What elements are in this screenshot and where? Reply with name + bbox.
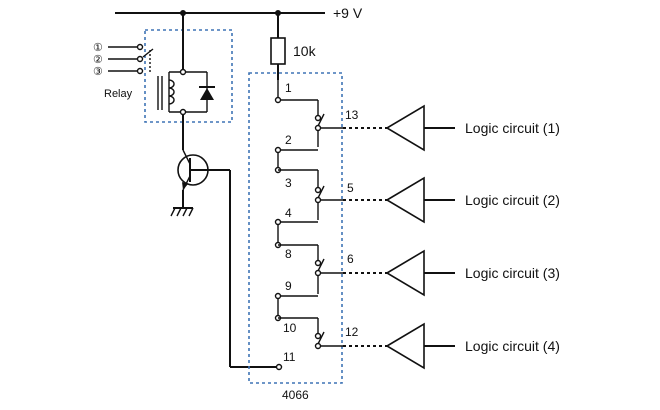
pin-13: 13 <box>345 108 359 122</box>
supply-rail <box>115 10 325 16</box>
link-9-10 <box>274 292 318 322</box>
switch-2 <box>314 170 343 220</box>
output-connections <box>343 127 387 347</box>
resistor-label: 10k <box>293 43 317 59</box>
relay-contacts <box>108 43 154 75</box>
switch-1 <box>274 80 343 147</box>
ic-label: 4066 <box>282 388 309 402</box>
link-2-3 <box>274 146 318 174</box>
output-label-1: Logic circuit (1) <box>465 120 560 136</box>
relay-contact-3: ③ <box>93 66 103 78</box>
control-pin-11 <box>275 363 283 371</box>
buffer-1 <box>385 104 455 152</box>
base-wire <box>229 170 277 368</box>
ground-symbol <box>170 207 194 217</box>
pin-12: 12 <box>345 325 359 339</box>
switch-4 <box>314 318 343 350</box>
relay-label: Relay <box>104 88 133 100</box>
pin-8: 8 <box>285 247 292 261</box>
diode <box>190 71 215 113</box>
pin-2: 2 <box>285 133 292 147</box>
link-4-8 <box>274 218 318 249</box>
output-label-2: Logic circuit (2) <box>465 192 560 208</box>
relay-contact-1: ① <box>93 42 103 54</box>
output-label-3: Logic circuit (3) <box>465 265 560 281</box>
output-label-4: Logic circuit (4) <box>465 338 560 354</box>
pin-1: 1 <box>285 81 292 95</box>
pin-6: 6 <box>347 252 354 266</box>
relay-box <box>144 29 233 123</box>
transistor <box>177 114 230 208</box>
pin-9: 9 <box>285 279 292 293</box>
buffer-3 <box>385 249 455 297</box>
pin-11: 11 <box>283 350 296 364</box>
supply-label: +9 V <box>333 5 363 21</box>
relay-coil <box>157 13 190 116</box>
switch-3 <box>314 245 343 294</box>
resistor <box>270 13 286 80</box>
pin-3: 3 <box>285 176 292 190</box>
buffer-4 <box>385 322 455 370</box>
relay-contact-2: ② <box>93 54 103 66</box>
pin-5: 5 <box>347 181 354 195</box>
pin-4: 4 <box>285 206 292 220</box>
pin-10: 10 <box>283 321 297 335</box>
ic-4066-box <box>248 72 343 384</box>
buffer-2 <box>385 176 455 224</box>
